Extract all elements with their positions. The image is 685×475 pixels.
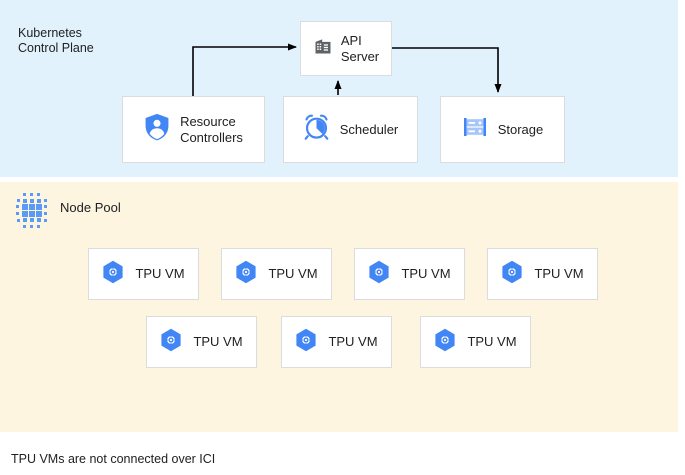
storage-label: Storage: [497, 121, 544, 137]
shield-person-icon: [144, 113, 170, 146]
tpu-vm-label: TPU VM: [328, 334, 378, 349]
tpu-hex-icon: [235, 260, 257, 289]
tpu-vm-label: TPU VM: [268, 266, 318, 281]
tpu-vm-box[interactable]: TPU VM: [221, 248, 332, 300]
tpu-vm-label: TPU VM: [534, 266, 584, 281]
api-server-box[interactable]: API Server: [300, 21, 392, 76]
tpu-hex-icon: [368, 260, 390, 289]
tpu-hex-icon: [501, 260, 523, 289]
scheduler-box[interactable]: Scheduler: [283, 96, 418, 163]
tpu-vm-box[interactable]: TPU VM: [420, 316, 531, 368]
diagram-caption: TPU VMs are not connected over ICI: [11, 452, 216, 466]
node-pool-panel: [0, 182, 678, 432]
tpu-vm-box[interactable]: TPU VM: [281, 316, 392, 368]
tpu-vm-label: TPU VM: [193, 334, 243, 349]
tpu-vm-box[interactable]: TPU VM: [354, 248, 465, 300]
node-pool-title: Node Pool: [60, 200, 121, 215]
alarm-clock-icon: [303, 114, 330, 146]
tpu-vm-box[interactable]: TPU VM: [146, 316, 257, 368]
tpu-hex-icon: [160, 328, 182, 357]
api-server-label: API Server: [340, 32, 380, 64]
tpu-hex-icon: [102, 260, 124, 289]
server-rack-icon: [462, 114, 488, 145]
tpu-vm-label: TPU VM: [401, 266, 451, 281]
tpu-vm-box[interactable]: TPU VM: [88, 248, 199, 300]
scheduler-label: Scheduler: [339, 121, 399, 137]
tpu-vm-label: TPU VM: [135, 266, 185, 281]
tpu-hex-icon: [295, 328, 317, 357]
storage-box[interactable]: Storage: [440, 96, 565, 163]
control-plane-title: Kubernetes Control Plane: [18, 26, 94, 55]
tpu-vm-label: TPU VM: [467, 334, 517, 349]
building-icon: [313, 36, 333, 61]
tpu-vm-box[interactable]: TPU VM: [487, 248, 598, 300]
tpu-hex-icon: [434, 328, 456, 357]
resource-controllers-label: Resource Controllers: [180, 113, 243, 145]
dot-grid-icon: [11, 191, 53, 231]
resource-controllers-box[interactable]: Resource Controllers: [122, 96, 265, 163]
